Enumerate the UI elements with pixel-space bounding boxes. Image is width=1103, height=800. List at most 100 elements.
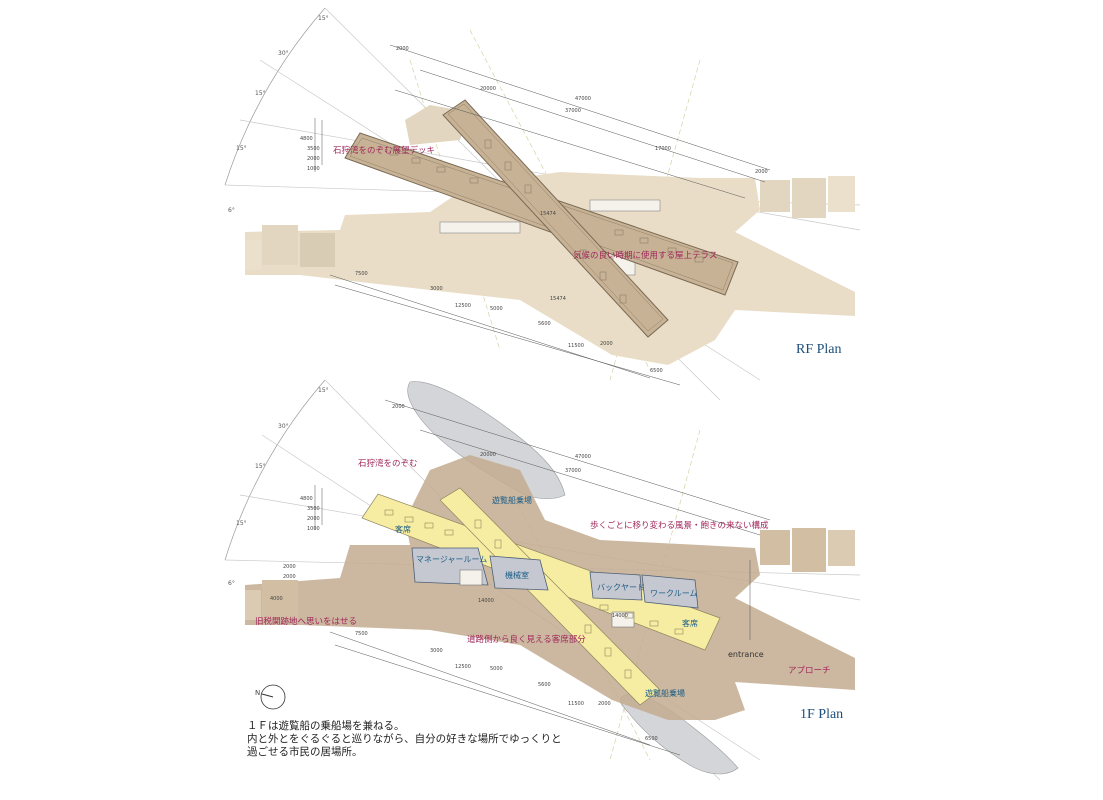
dim-label: 3000 — [430, 286, 443, 292]
dim-label: 7500 — [355, 271, 368, 277]
rf-building-block — [760, 180, 790, 212]
f1-label-old-customs: 旧税関跡地へ思いをはせる — [255, 616, 357, 627]
dim-label: 6500 — [650, 368, 663, 374]
dim-label: 4800 — [300, 496, 313, 502]
dim-label: 2000 — [307, 156, 320, 162]
f1-seat-furniture — [384, 509, 684, 679]
f1-label-machine-room: 機械室 — [505, 570, 529, 580]
dim-label: 12500 — [455, 664, 471, 670]
f1-label-work-room: ワークルーム — [650, 589, 698, 598]
dim-label: 3000 — [430, 648, 443, 654]
rf-dimension-lines — [314, 44, 771, 386]
rf-building-block — [300, 233, 335, 267]
f1-building-block — [760, 530, 790, 565]
angle-label: 15° — [255, 463, 266, 470]
dim-label: 5600 — [538, 321, 551, 327]
f1-building-block — [792, 528, 826, 572]
dim-label: 20000 — [480, 86, 496, 92]
dim-label: 14000 — [612, 613, 628, 619]
f1-building-block — [828, 530, 855, 566]
f1-label-view-bay: 石狩湾をのぞむ — [358, 458, 418, 469]
dim-label: 15474 — [540, 211, 556, 217]
f1-label-every-step: 歩くごとに移り変わる風景・飽きの来ない構成 — [590, 520, 769, 531]
f1-label-manager-room: マネージャールーム — [416, 555, 487, 564]
dim-label: 37000 — [565, 468, 581, 474]
dim-label: 20000 — [480, 452, 496, 458]
f1-stairs — [459, 569, 635, 628]
f1-label-backyard: バックヤード — [597, 583, 645, 592]
f1-label-boarding-bottom: 遊覧船乗場 — [645, 688, 685, 698]
angle-label: 15° — [236, 520, 247, 527]
f1-label-seats-top: 客席 — [395, 524, 411, 534]
f1-label-visible-seats: 道路側から良く見える客席部分 — [467, 634, 586, 645]
dim-label: 4000 — [270, 596, 283, 602]
dim-label: 15474 — [550, 296, 566, 302]
f1-plan-title: 1F Plan — [800, 707, 844, 722]
rf-dimension-labels: 2000 20000 47000 37000 17000 2000 4800 3… — [300, 46, 768, 374]
angle-label: 15° — [255, 90, 266, 97]
rf-label-roof-terrace: 気候の良い時期に使用する屋上テラス — [573, 250, 717, 261]
angle-label: 6° — [228, 207, 235, 214]
f1-label-seats-bottom: 客席 — [682, 618, 698, 628]
dim-label: 5000 — [490, 666, 503, 672]
dim-label: 4800 — [300, 136, 313, 142]
f1-angle-labels: 15° 30° 15° 15° 6° — [228, 387, 329, 587]
dim-label: 14000 — [478, 598, 494, 604]
dim-label: 5600 — [538, 682, 551, 688]
rf-building-block — [245, 240, 261, 270]
rf-building-block — [262, 225, 298, 265]
dim-label: 2000 — [755, 169, 768, 175]
rf-deck-b — [442, 99, 669, 338]
room-machine — [489, 555, 549, 591]
f1-label-entrance: entrance — [728, 650, 764, 659]
f1-label-approach: アプローチ — [788, 666, 831, 676]
dim-label: 3500 — [307, 506, 320, 512]
rf-building-block — [792, 178, 826, 218]
dim-label: 2000 — [598, 701, 611, 707]
dim-label: 17000 — [655, 146, 671, 152]
f1-building-block — [262, 580, 298, 620]
rf-plan: 15° 30° 15° 15° 6° — [224, 7, 861, 401]
dim-label: 3500 — [307, 146, 320, 152]
angle-label: 15° — [318, 15, 329, 22]
dim-label: 6500 — [645, 736, 658, 742]
north-arrow: N — [255, 684, 286, 710]
dim-label: 47000 — [575, 454, 591, 460]
rf-angle-labels: 15° 30° 15° 15° 6° — [228, 15, 329, 214]
dim-label: 2000 — [600, 341, 613, 347]
f1-dimension-labels: 2000 20000 47000 37000 4800 3500 2000 10… — [270, 404, 658, 742]
dim-label: 11500 — [568, 343, 584, 349]
f1-label-boarding-top: 遊覧船乗場 — [492, 495, 532, 505]
f1-building-block — [245, 590, 261, 620]
dim-label: 37000 — [565, 108, 581, 114]
description-line: 内と外とをぐるぐると巡りながら、自分の好きな場所でゆっくりと — [247, 733, 562, 745]
boat-top — [407, 381, 566, 500]
dim-label: 47000 — [575, 96, 591, 102]
dim-label: 7500 — [355, 631, 368, 637]
description-line: 過ごせる市民の居場所。 — [247, 746, 363, 758]
f1-plan: 15° 30° 15° 15° 6° — [224, 379, 861, 781]
f1-dimension-lines — [314, 399, 771, 756]
north-label: N — [255, 689, 260, 697]
dim-label: 1000 — [307, 166, 320, 172]
dim-label: 2000 — [283, 564, 296, 570]
angle-label: 30° — [278, 50, 289, 57]
dim-label: 12500 — [455, 303, 471, 309]
room-work — [641, 574, 699, 609]
rf-plan-title: RF Plan — [796, 342, 842, 357]
dim-label: 2000 — [392, 404, 405, 410]
dim-label: 1000 — [307, 526, 320, 532]
dim-label: 2000 — [396, 46, 409, 52]
rf-label-deck-view: 石狩湾をのぞむ展望デッキ — [333, 145, 435, 156]
rf-ground — [245, 172, 855, 365]
dim-label: 2000 — [283, 574, 296, 580]
room-backyard — [589, 571, 643, 601]
angle-label: 15° — [236, 145, 247, 152]
rf-deck-furniture — [389, 139, 704, 304]
dim-label: 11500 — [568, 701, 584, 707]
dim-label: 2000 — [307, 516, 320, 522]
angle-label: 30° — [278, 423, 289, 430]
angle-label: 15° — [318, 387, 329, 394]
description-line: １Ｆは遊覧船の乗船場を兼ねる。 — [247, 720, 405, 732]
